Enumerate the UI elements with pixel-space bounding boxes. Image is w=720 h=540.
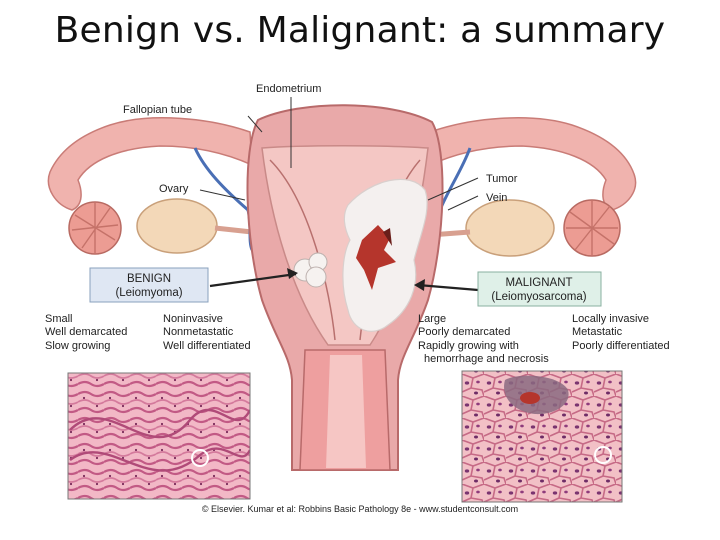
malignant-subtitle: (Leiomyosarcoma) xyxy=(491,291,586,303)
svg-text:Poorly demarcated: Poorly demarcated xyxy=(418,326,510,338)
right-fallopian-tube xyxy=(429,117,637,211)
slide-title: Benign vs. Malignant: a summary xyxy=(54,10,666,51)
label-ovary: Ovary xyxy=(159,183,189,195)
left-fimbriae xyxy=(68,201,122,255)
malignant-tumor xyxy=(342,178,428,332)
svg-text:Large: Large xyxy=(418,313,446,325)
svg-text:Well demarcated: Well demarcated xyxy=(45,326,127,338)
malignant-features-right: Locally invasive Metastatic Poorly diffe… xyxy=(572,313,670,352)
label-vein: Vein xyxy=(486,192,507,204)
benign-features-right: Noninvasive Nonmetastatic Well different… xyxy=(163,313,251,352)
left-fallopian-tube xyxy=(47,117,253,211)
svg-text:Noninvasive: Noninvasive xyxy=(163,313,223,325)
malignant-histology xyxy=(462,371,622,502)
svg-text:hemorrhage and necrosis: hemorrhage and necrosis xyxy=(424,353,549,365)
benign-title: BENIGN xyxy=(127,273,171,285)
malignant-title: MALIGNANT xyxy=(505,277,572,289)
svg-text:Rapidly growing with: Rapidly growing with xyxy=(418,340,519,352)
svg-text:Poorly differentiated: Poorly differentiated xyxy=(572,340,670,352)
benign-subtitle: (Leiomyoma) xyxy=(115,287,182,299)
svg-text:Metastatic: Metastatic xyxy=(572,326,623,338)
label-tumor: Tumor xyxy=(486,173,518,185)
malignant-features-left: Large Poorly demarcated Rapidly growing … xyxy=(418,313,549,365)
benign-histology xyxy=(68,373,250,499)
benign-box xyxy=(89,267,209,303)
label-endometrium: Endometrium xyxy=(256,83,321,95)
svg-text:Small: Small xyxy=(45,313,73,325)
left-ovary xyxy=(136,198,218,254)
malignant-box xyxy=(477,271,602,307)
right-fimbriae xyxy=(563,199,621,257)
label-fallopian-tube: Fallopian tube xyxy=(123,104,192,116)
benign-features-left: Small Well demarcated Slow growing xyxy=(45,313,127,352)
svg-text:Slow growing: Slow growing xyxy=(45,340,110,352)
credit-text: © Elsevier. Kumar et al: Robbins Basic P… xyxy=(202,504,518,514)
svg-text:Well differentiated: Well differentiated xyxy=(163,340,251,352)
svg-text:Locally invasive: Locally invasive xyxy=(572,313,649,325)
svg-text:Nonmetastatic: Nonmetastatic xyxy=(163,326,234,338)
right-ovary xyxy=(465,199,555,257)
benign-tumor xyxy=(293,252,328,288)
